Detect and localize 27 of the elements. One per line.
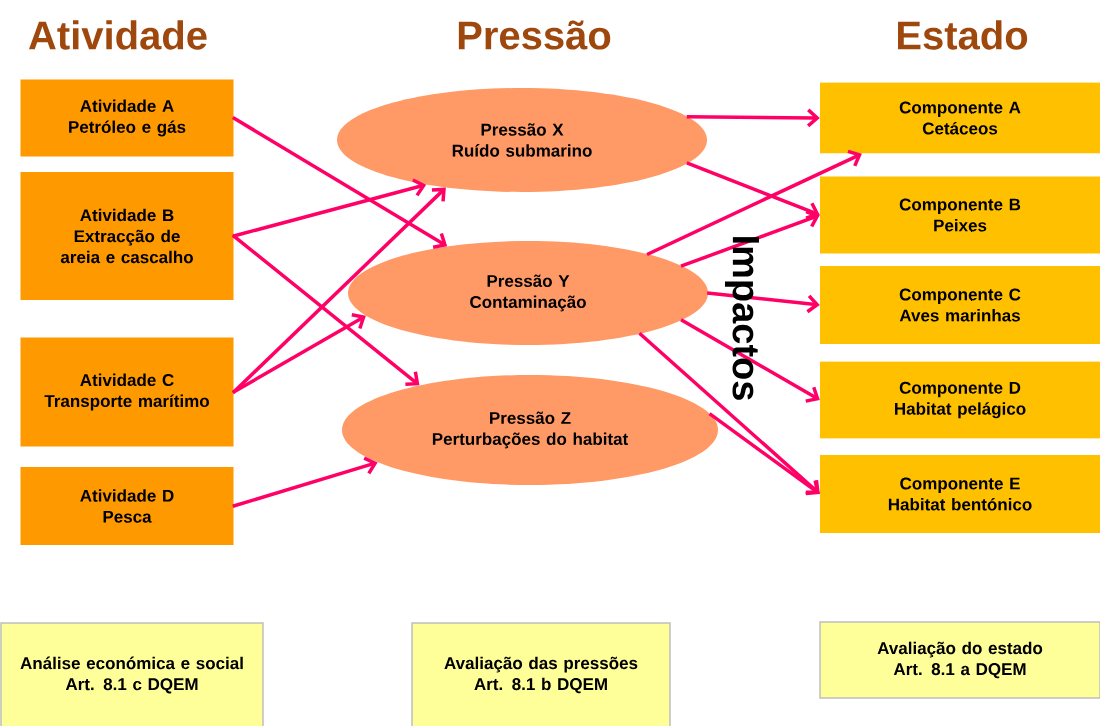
process-box: Atividade B Extracção de areia e cascalho [20, 172, 234, 300]
process-box: Atividade C Transporte marítimo [20, 337, 234, 447]
process-box: Atividade A Petróleo e gás [20, 79, 234, 157]
arrow [232, 178, 427, 238]
assessment-box: Análise económica e social Art. 8.1 c DQEM [0, 622, 264, 726]
arrow [686, 161, 820, 220]
arrow [231, 312, 366, 394]
component-box: Componente E Habitat bentónico [820, 455, 1100, 533]
assessment-box: Avaliação do estado Art. 8.1 a DQEM [819, 621, 1100, 699]
arrow [707, 291, 820, 314]
component-box: Componente D Habitat pelágico [820, 361, 1100, 439]
process-box: Atividade D Pesca [20, 467, 234, 545]
arrow [646, 149, 862, 257]
column-heading: Pressão [458, 20, 611, 50]
arrow [680, 209, 820, 268]
component-box: Componente B Peixes [820, 176, 1100, 254]
assessment-box: Avaliação das pressões Art. 8.1 b DQEM [411, 622, 671, 726]
arrow [231, 234, 420, 387]
component-box: Componente C Aves marinhas [820, 266, 1100, 344]
arrow [638, 331, 820, 494]
arrow [232, 456, 378, 508]
vertical-label: Impactos [725, 237, 759, 400]
arrow [686, 108, 820, 128]
arrow [680, 318, 820, 403]
component-box: Componente A Cetáceos [820, 82, 1100, 154]
arrow [231, 116, 448, 249]
arrow [708, 412, 820, 496]
